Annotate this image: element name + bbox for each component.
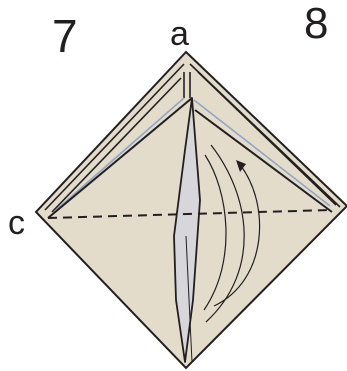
motion-arc-inner <box>203 154 227 311</box>
step-number-8: 8 <box>304 0 328 48</box>
point-label-c: c <box>8 204 25 242</box>
layer-edge-left-2 <box>51 77 182 213</box>
center-flap <box>173 97 201 363</box>
crease-blue-left <box>55 97 185 211</box>
fold-edge-to-c <box>47 97 193 219</box>
flap-centerline <box>185 235 193 363</box>
motion-arc-outer <box>205 144 245 323</box>
fold-edge-to-right <box>194 109 333 213</box>
step-number-7: 7 <box>52 10 78 62</box>
arrowhead-icon <box>236 160 246 172</box>
point-label-a: a <box>170 15 189 53</box>
crease-blue-right <box>193 99 331 207</box>
valley-fold-dashed-line <box>47 209 331 219</box>
layer-edge-right-2 <box>197 71 337 206</box>
layer-edge-left-1 <box>44 63 185 211</box>
fold-arrow <box>213 165 261 307</box>
